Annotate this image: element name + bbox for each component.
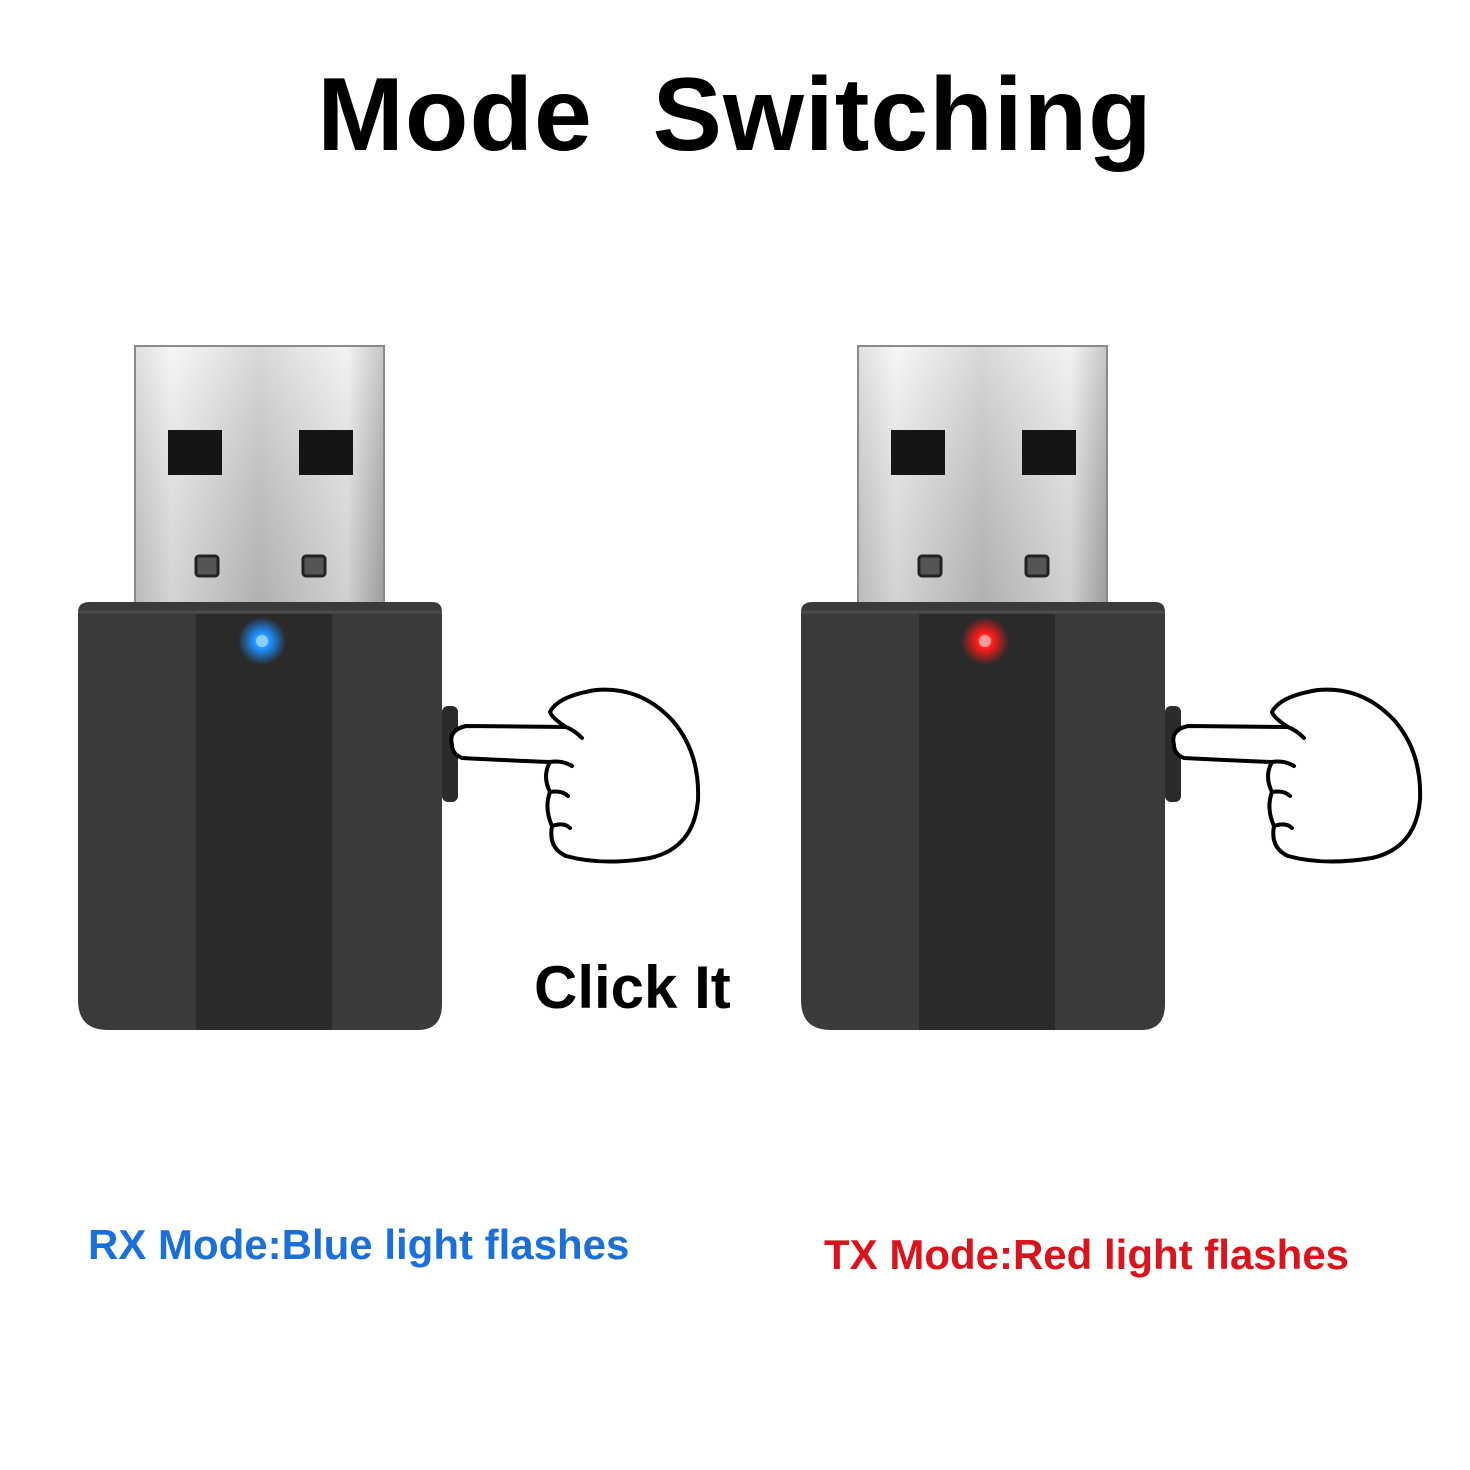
usb-adapter-icon [78, 345, 458, 1030]
rx-mode-caption: RX Mode:Blue light flashes [88, 1221, 630, 1268]
usb-adapter-icon [801, 345, 1181, 1030]
led-indicator-icon [961, 617, 1009, 665]
led-indicator-icon [238, 617, 286, 665]
pointing-hand-icon [1171, 687, 1423, 864]
tx-mode-caption: TX Mode:Red light flashes [824, 1231, 1350, 1278]
page-title: Mode Switching [317, 57, 1153, 173]
click-it-label: Click It [534, 954, 731, 1021]
pointing-hand-icon [449, 687, 701, 864]
